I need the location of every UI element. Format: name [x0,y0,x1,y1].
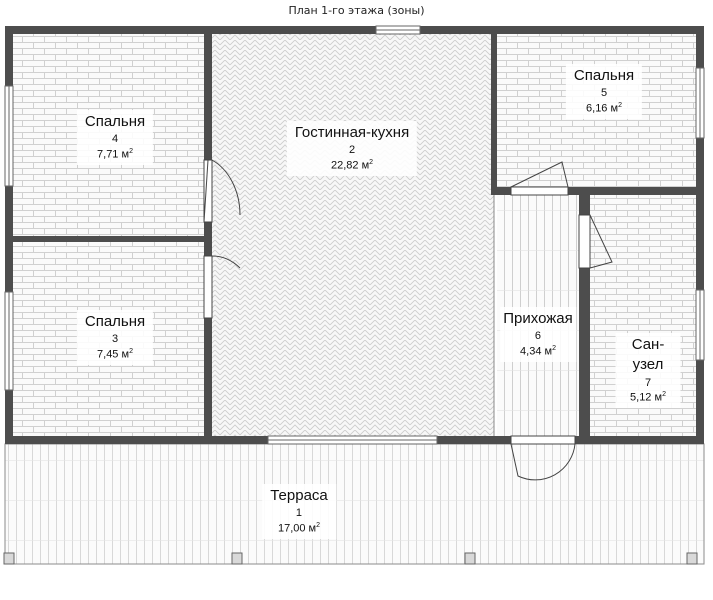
plan-title: План 1-го этажа (зоны) [288,4,425,17]
room-name-bedroom-3: Спальня [84,313,146,330]
room-name-bedroom-4: Спальня [84,113,146,130]
terrace-area [4,443,705,565]
room-name-bathroom: Сан-узел [631,336,665,374]
room-number-hallway: 6 [534,330,542,343]
room-number-bedroom-3: 3 [111,333,119,346]
room-area-bedroom-5: 6,16 м2 [586,102,622,115]
room-name-bedroom-5: Спальня [573,67,635,84]
room-area-bedroom-3: 7,45 м2 [97,348,133,361]
room-area-terrace: 17,00 м2 [277,522,321,535]
room-area-bedroom-4: 7,71 м2 [97,148,133,161]
room-label-bathroom: Сан-узел 7 5,12 м2 [615,333,681,408]
room-number-bedroom-4: 4 [111,133,119,146]
windows [4,25,705,445]
room-number-terrace: 1 [295,507,303,520]
room-label-bedroom-5: Спальня 5 6,16 м2 [565,64,643,119]
room-label-living-kitchen: Гостинная-кухня 2 22,82 м2 [286,121,418,176]
room-name-terrace: Терраса [270,487,328,504]
room-area-hallway: 4,34 м2 [520,345,556,358]
terrace-posts [3,552,698,565]
room-label-terrace: Терраса 1 17,00 м2 [262,484,336,539]
walls [5,26,704,444]
room-number-bedroom-5: 5 [600,87,608,100]
room-area-living-kitchen: 22,82 м2 [330,159,374,172]
living-kitchen-floor [212,34,494,436]
room-name-hallway: Прихожая [503,310,573,327]
room-name-living-kitchen: Гостинная-кухня [294,124,410,141]
room-label-hallway: Прихожая 6 4,34 м2 [500,307,576,362]
room-area-bathroom: 5,12 м2 [630,391,666,404]
room-label-bedroom-3: Спальня 3 7,45 м2 [76,310,154,365]
room-number-bathroom: 7 [644,376,652,389]
doors [203,159,613,481]
room-number-living-kitchen: 2 [348,144,356,157]
room-label-bedroom-4: Спальня 4 7,71 м2 [76,110,154,165]
